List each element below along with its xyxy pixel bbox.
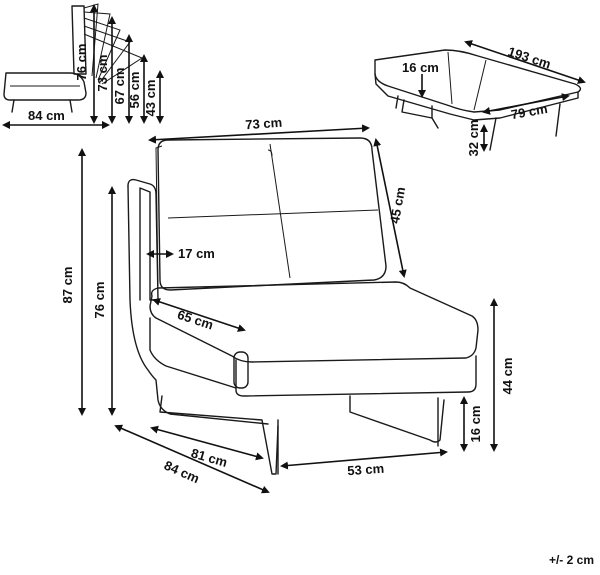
bed-leg-32-label: 32 cm — [466, 120, 481, 157]
recline-length-84-label: 84 cm — [28, 108, 65, 123]
bed-thickness-16-label: 16 cm — [402, 60, 439, 75]
bed-width-79-label: 79 cm — [510, 101, 549, 122]
recline-height-43-label: 43 cm — [143, 80, 158, 117]
main-back-height-45-label: 45 cm — [387, 186, 408, 225]
bed-length-193-label: 193 cm — [506, 44, 553, 72]
main-total-height-87-label: 87 cm — [60, 267, 75, 304]
main-depth-84-label: 84 cm — [162, 458, 202, 487]
main-back-thickness-17-label: 17 cm — [178, 246, 215, 261]
main-leg-height-16-label: 16 cm — [468, 406, 483, 443]
recline-height-67-label: 67 cm — [112, 68, 127, 105]
recline-view: 76 cm 73 cm 67 cm 56 cm 43 cm 84 cm — [2, 3, 164, 129]
bed-view: 193 cm 16 cm 79 cm 32 cm — [374, 40, 586, 157]
recline-height-56-label: 56 cm — [127, 72, 142, 109]
recline-height-73-label: 73 cm — [95, 55, 110, 92]
recline-height-76-label: 76 cm — [74, 44, 89, 81]
main-seat-depth-65-label: 65 cm — [176, 307, 216, 333]
main-seat-back-height-76-label: 76 cm — [92, 282, 107, 319]
main-width-73-label: 73 cm — [245, 115, 283, 133]
main-seat-height-44-label: 44 cm — [500, 358, 515, 395]
tolerance-note: +/- 2 cm — [549, 553, 594, 567]
main-view: 73 cm 45 cm 17 cm 87 cm 76 cm 65 cm 44 c… — [60, 115, 515, 494]
main-base-width-53-label: 53 cm — [347, 461, 385, 479]
